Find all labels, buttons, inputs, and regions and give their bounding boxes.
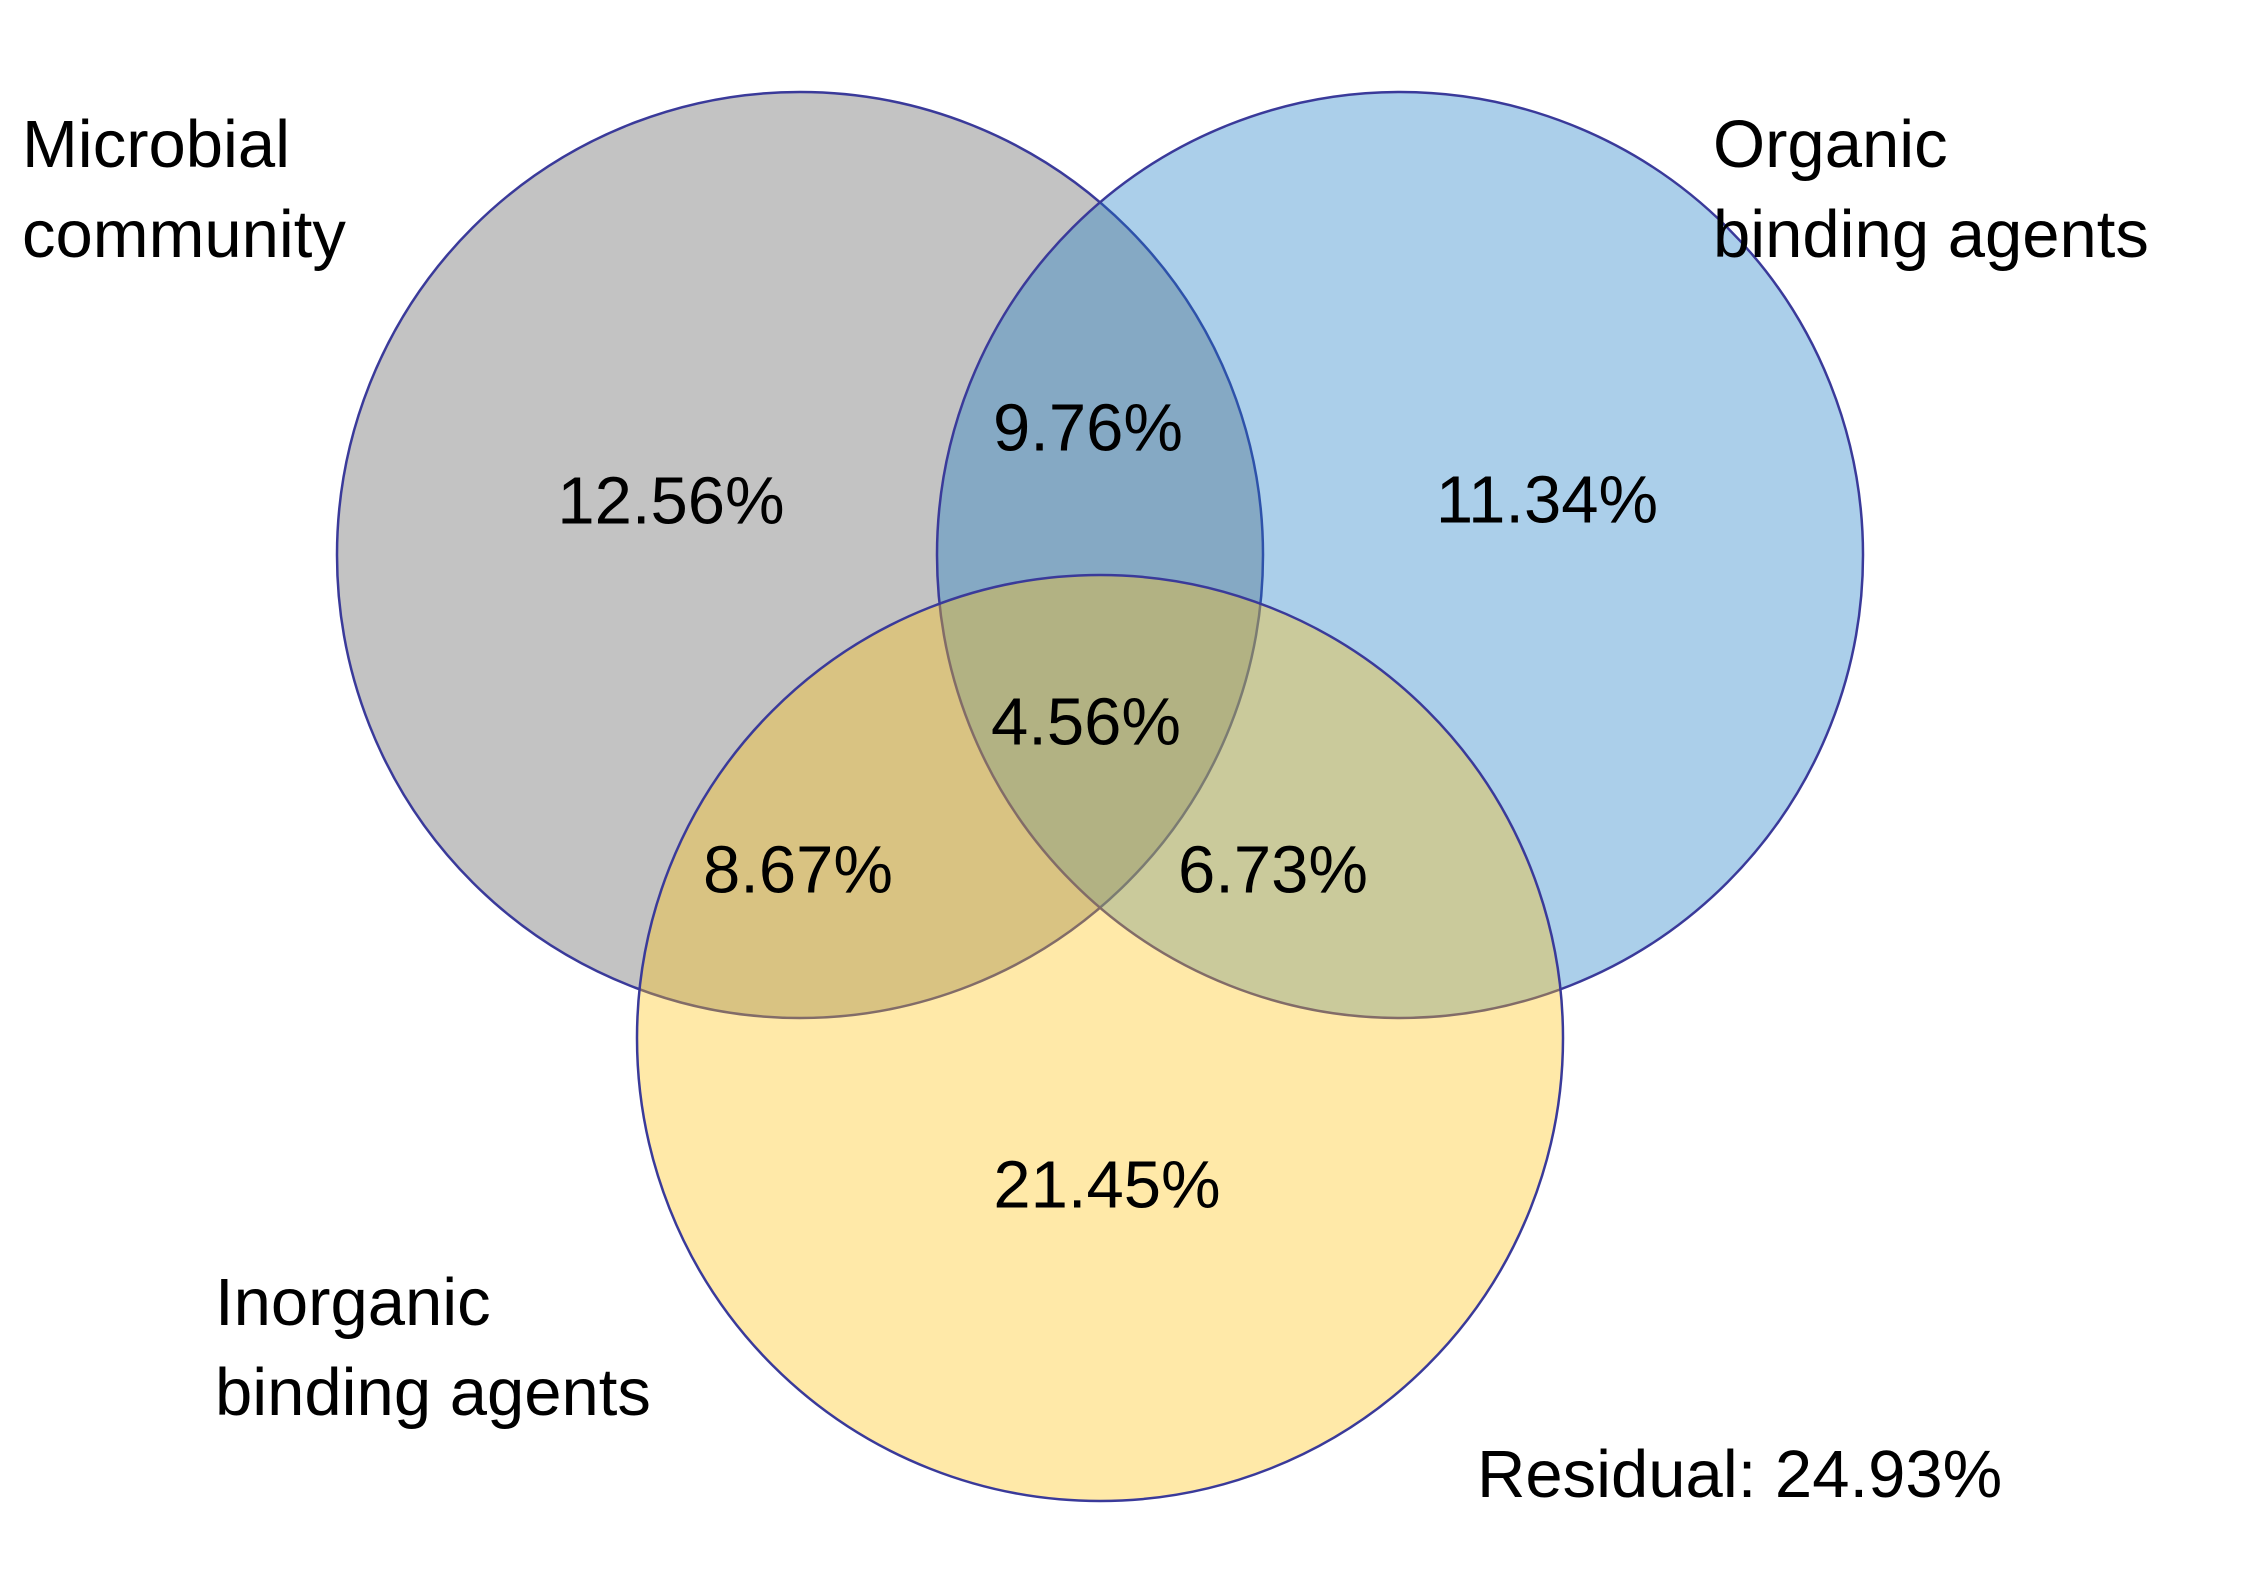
value-organic-only: 11.34%: [1435, 462, 1659, 538]
microbial-community-circle: [335, 90, 1265, 1020]
value-microbial-inorganic-overlap: 8.67%: [703, 832, 893, 908]
organic-binding-agents-circle: [935, 90, 1865, 1020]
value-microbial-organic-overlap: 9.76%: [993, 390, 1183, 466]
set-label-organic-binding-agents: Organic binding agents: [1713, 107, 2149, 273]
set-label-microbial-community: Microbial community: [22, 107, 346, 273]
residual-annotation: Residual: 24.93%: [1477, 1437, 2003, 1512]
value-inorganic-only: 21.45%: [993, 1147, 1221, 1223]
inorganic-binding-agents-circle: [635, 573, 1565, 1503]
value-microbial-only: 12.56%: [557, 463, 785, 539]
value-organic-inorganic-overlap: 6.73%: [1178, 832, 1368, 908]
set-label-inorganic-binding-agents: Inorganic binding agents: [215, 1265, 651, 1431]
value-triple-overlap: 4.56%: [991, 684, 1181, 760]
